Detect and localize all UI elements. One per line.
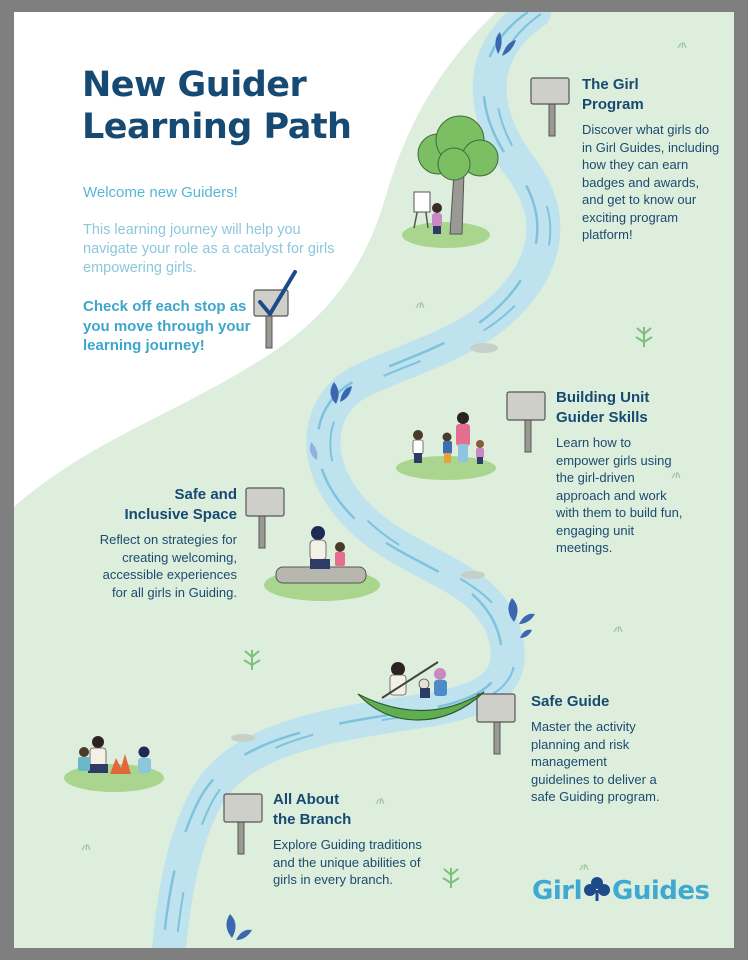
page-title: New Guider Learning Path <box>82 64 382 148</box>
stop-safe-guide: Safe Guide Master the activity planning … <box>531 692 661 806</box>
stop-title-line: Safe and <box>174 486 237 503</box>
white-background-area <box>14 12 496 507</box>
rock <box>461 571 485 579</box>
trefoil-icon <box>584 877 610 901</box>
stop-title-line: Guider Skills <box>556 409 648 426</box>
grass-sprig <box>635 327 653 347</box>
stop-building-unit-guider-skills: Building Unit Guider Skills Learn how to… <box>556 388 686 557</box>
stop-description: Discover what girls do in Girl Guides, i… <box>582 122 720 242</box>
girl-guides-logo: Girl Guides <box>532 876 710 906</box>
grass-sprig <box>442 868 460 888</box>
stop-title-line: Program <box>582 96 644 113</box>
leaf-cluster <box>508 598 535 638</box>
leaf-cluster <box>495 32 516 56</box>
stop-the-girl-program: The Girl Program Discover what girls do … <box>582 75 722 244</box>
welcome-text: Welcome new Guiders! <box>83 184 238 201</box>
title-line: Learning Path <box>82 107 352 147</box>
stop-description: Explore Guiding traditions and the uniqu… <box>273 837 422 887</box>
stop-title-line: Building Unit <box>556 389 650 406</box>
signpost <box>245 487 285 549</box>
grass-tuft <box>81 41 687 871</box>
leaf-cluster <box>309 442 318 460</box>
river <box>152 12 561 948</box>
stop-title-line: The Girl <box>582 76 639 93</box>
stop-title-line: the Branch <box>273 811 352 828</box>
signpost <box>530 77 570 137</box>
signpost <box>506 391 546 453</box>
tree-easel-scene <box>402 115 499 248</box>
checkoff-text: Check off each stop as you move through … <box>83 298 251 354</box>
leaf-cluster <box>330 382 352 404</box>
stop-safe-inclusive-space: Safe and Inclusive Space Reflect on stra… <box>84 485 237 601</box>
rock <box>231 734 255 742</box>
leaf-cluster <box>226 914 252 940</box>
stop-title-line: Safe Guide <box>531 693 610 710</box>
poster: New Guider Learning Path Welcome new Gui… <box>14 12 734 948</box>
stop-description: Master the activity planning and risk ma… <box>531 719 660 804</box>
intro-text: This learning journey will help you navi… <box>83 222 335 276</box>
signpost-check <box>253 270 297 349</box>
unit-scene <box>396 412 496 480</box>
title-line: New Guider <box>82 65 307 105</box>
stop-title-line: All About <box>273 791 340 808</box>
checkmark-icon <box>258 270 297 316</box>
logo-word: Girl <box>532 876 583 906</box>
rock <box>470 343 498 353</box>
grass-sprig <box>243 650 261 670</box>
stop-description: Learn how to empower girls using the gir… <box>556 435 683 555</box>
signpost <box>223 793 263 855</box>
log-scene <box>264 526 380 601</box>
logo-word: Guides <box>612 876 710 906</box>
signpost <box>476 693 516 755</box>
canoe-scene <box>357 661 485 721</box>
stop-title-line: Inclusive Space <box>124 506 237 523</box>
stop-all-about-the-branch: All About the Branch Explore Guiding tra… <box>273 790 433 889</box>
campfire-scene <box>64 736 164 792</box>
stop-description: Reflect on strategies for creating welco… <box>99 532 237 600</box>
path-illustration <box>14 12 687 948</box>
